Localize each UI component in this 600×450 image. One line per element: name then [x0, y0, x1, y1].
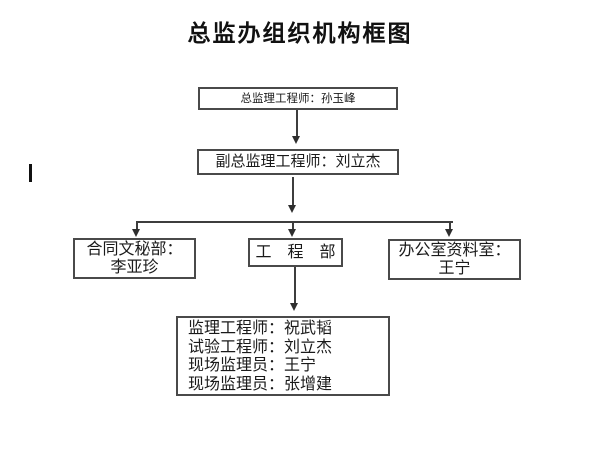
arrowhead-down-icon	[292, 136, 300, 144]
arrowhead-down-icon	[288, 229, 296, 237]
text-cursor	[29, 164, 32, 182]
connector-chief-deputy	[296, 110, 298, 137]
staff-line: 监理工程师：祝武韬	[188, 320, 333, 337]
drop-left	[136, 223, 138, 230]
drop-right	[449, 223, 451, 230]
node-chief-supervisor[interactable]: 总监理工程师：孙玉峰	[198, 87, 398, 110]
staff-line: 现场监理员：王宁	[188, 357, 317, 374]
drop-middle	[292, 223, 294, 230]
node-engineering-dept[interactable]: 工 程 部	[248, 238, 343, 267]
staff-line: 现场监理员：张增建	[188, 375, 333, 393]
node-contract-person: 李亚珍	[110, 259, 159, 276]
node-contract-dept: 合同文秘部：	[86, 241, 183, 258]
node-office-dept: 办公室资料室：	[398, 242, 511, 259]
node-office-archive[interactable]: 办公室资料室： 王宁	[388, 239, 521, 280]
node-office-person: 王宁	[438, 260, 471, 277]
branch-bar	[136, 221, 453, 223]
connector-engineering-staff	[294, 267, 296, 304]
node-staff-list[interactable]: 监理工程师：祝武韬 试验工程师：刘立杰 现场监理员：王宁 现场监理员：张增建	[176, 316, 390, 396]
node-deputy-label: 副总监理工程师：刘立杰	[215, 154, 381, 170]
arrowhead-down-icon	[288, 205, 296, 213]
chart-title: 总监办组织机构框图	[187, 21, 413, 46]
arrowhead-down-icon	[290, 303, 298, 311]
arrowhead-down-icon	[132, 229, 140, 237]
node-deputy-supervisor[interactable]: 副总监理工程师：刘立杰	[197, 149, 399, 175]
arrowhead-down-icon	[445, 229, 453, 237]
connector-deputy-branch	[292, 177, 294, 206]
node-chief-label: 总监理工程师：孙玉峰	[240, 93, 356, 105]
node-contract-secretariat[interactable]: 合同文秘部： 李亚珍	[73, 238, 196, 279]
staff-line: 试验工程师：刘立杰	[188, 338, 333, 356]
node-engineering-label: 工 程 部	[255, 244, 336, 261]
